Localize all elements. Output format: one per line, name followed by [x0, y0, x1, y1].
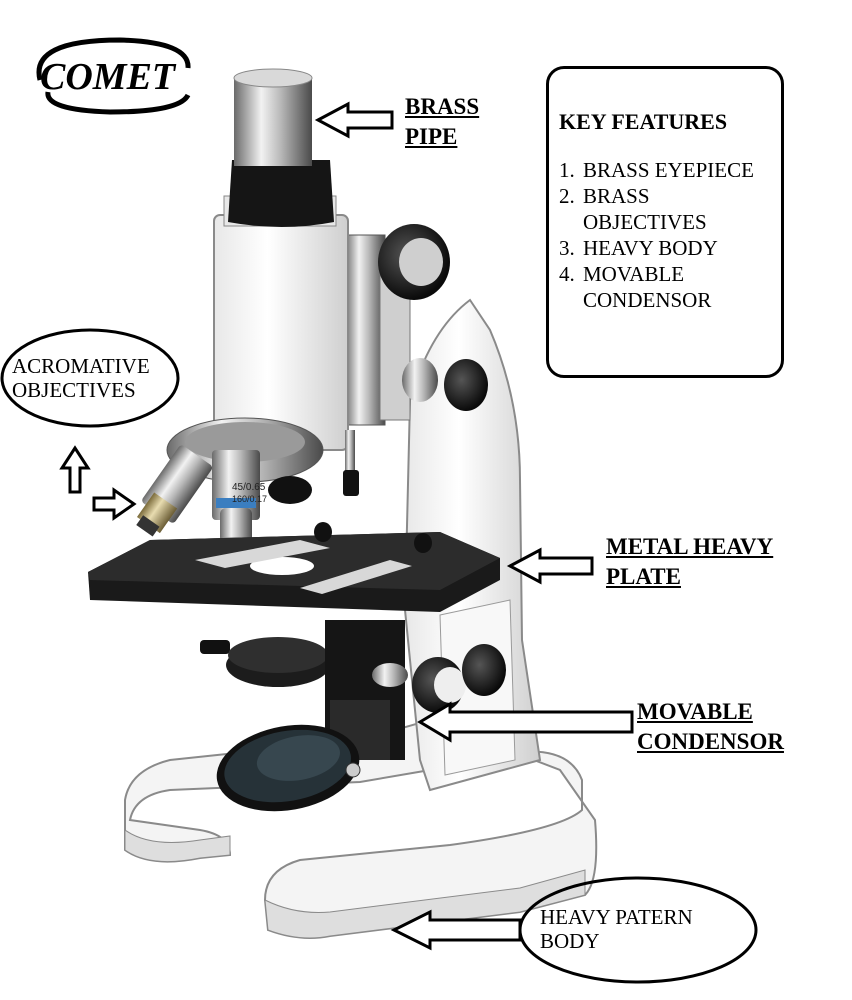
label-brass-pipe-line2: PIPE	[405, 124, 458, 149]
key-feature-text: MOVABLE CONDENSOR	[583, 262, 712, 312]
objective-marking-bottom: 160/0.17	[232, 494, 267, 504]
key-feature-num: 3.	[559, 236, 575, 260]
key-feature-text: HEAVY BODY	[583, 236, 718, 260]
stage-plate	[88, 522, 500, 612]
oval-acromative-objectives	[0, 328, 180, 428]
label-movable-condensor-line2: CONDENSOR	[637, 729, 784, 754]
key-feature-item: 1. BRASS EYEPIECE	[559, 157, 773, 183]
key-features-title: KEY FEATURES	[559, 109, 728, 134]
label-heavy-patern-body: HEAVY PATERN BODY	[540, 905, 693, 953]
arrow-condensor	[417, 701, 634, 743]
arrow-stage-plate	[506, 547, 594, 585]
key-feature-num: 2.	[559, 184, 575, 208]
label-movable-condensor: MOVABLE CONDENSOR	[637, 697, 784, 757]
key-feature-item: 2. BRASS OBJECTIVES	[559, 183, 773, 235]
arrow-brass-pipe	[314, 101, 394, 139]
key-feature-num: 4.	[559, 262, 575, 286]
key-feature-num: 1.	[559, 158, 575, 182]
key-feature-item: 4. MOVABLE CONDENSOR	[559, 261, 773, 313]
label-acromative-objectives: ACROMATIVE OBJECTIVES	[12, 354, 150, 402]
label-movable-condensor-line1: MOVABLE	[637, 699, 753, 724]
oval-heavy-patern-body	[518, 876, 758, 984]
condenser-assembly	[200, 620, 506, 760]
arrow-objectives-right	[92, 487, 137, 521]
microscope-head	[213, 214, 488, 496]
label-heavy-patern-line2: BODY	[540, 929, 600, 953]
eyepiece-tube	[223, 68, 337, 227]
label-metal-heavy-plate-line1: METAL HEAVY	[606, 534, 774, 559]
label-acromative-line1: ACROMATIVE	[12, 354, 150, 378]
comet-logo: COMET	[40, 56, 176, 98]
comet-logo-mark	[36, 37, 191, 115]
key-feature-text: BRASS OBJECTIVES	[583, 184, 707, 234]
label-metal-heavy-plate: METAL HEAVY PLATE	[606, 532, 773, 592]
label-heavy-patern-line1: HEAVY PATERN	[540, 905, 693, 929]
label-acromative-line2: OBJECTIVES	[12, 378, 136, 402]
label-brass-pipe-line1: BRASS	[405, 94, 480, 119]
arrow-objectives-up	[59, 445, 91, 494]
mirror	[216, 724, 361, 812]
key-features-list: 1. BRASS EYEPIECE 2. BRASS OBJECTIVES 3. HE…	[559, 157, 773, 313]
label-brass-pipe: BRASS PIPE	[405, 92, 479, 152]
key-feature-item: 3. HEAVY BODY	[559, 235, 773, 261]
objective-marking-top: 45/0.65	[232, 482, 266, 493]
objectives: 45/0.65 160/0.17	[136, 417, 324, 543]
key-features-box: KEY FEATURES 1. BRASS EYEPIECE 2. BRASS OB…	[546, 66, 784, 378]
label-metal-heavy-plate-line2: PLATE	[606, 564, 681, 589]
key-feature-text: BRASS EYEPIECE	[583, 158, 754, 182]
